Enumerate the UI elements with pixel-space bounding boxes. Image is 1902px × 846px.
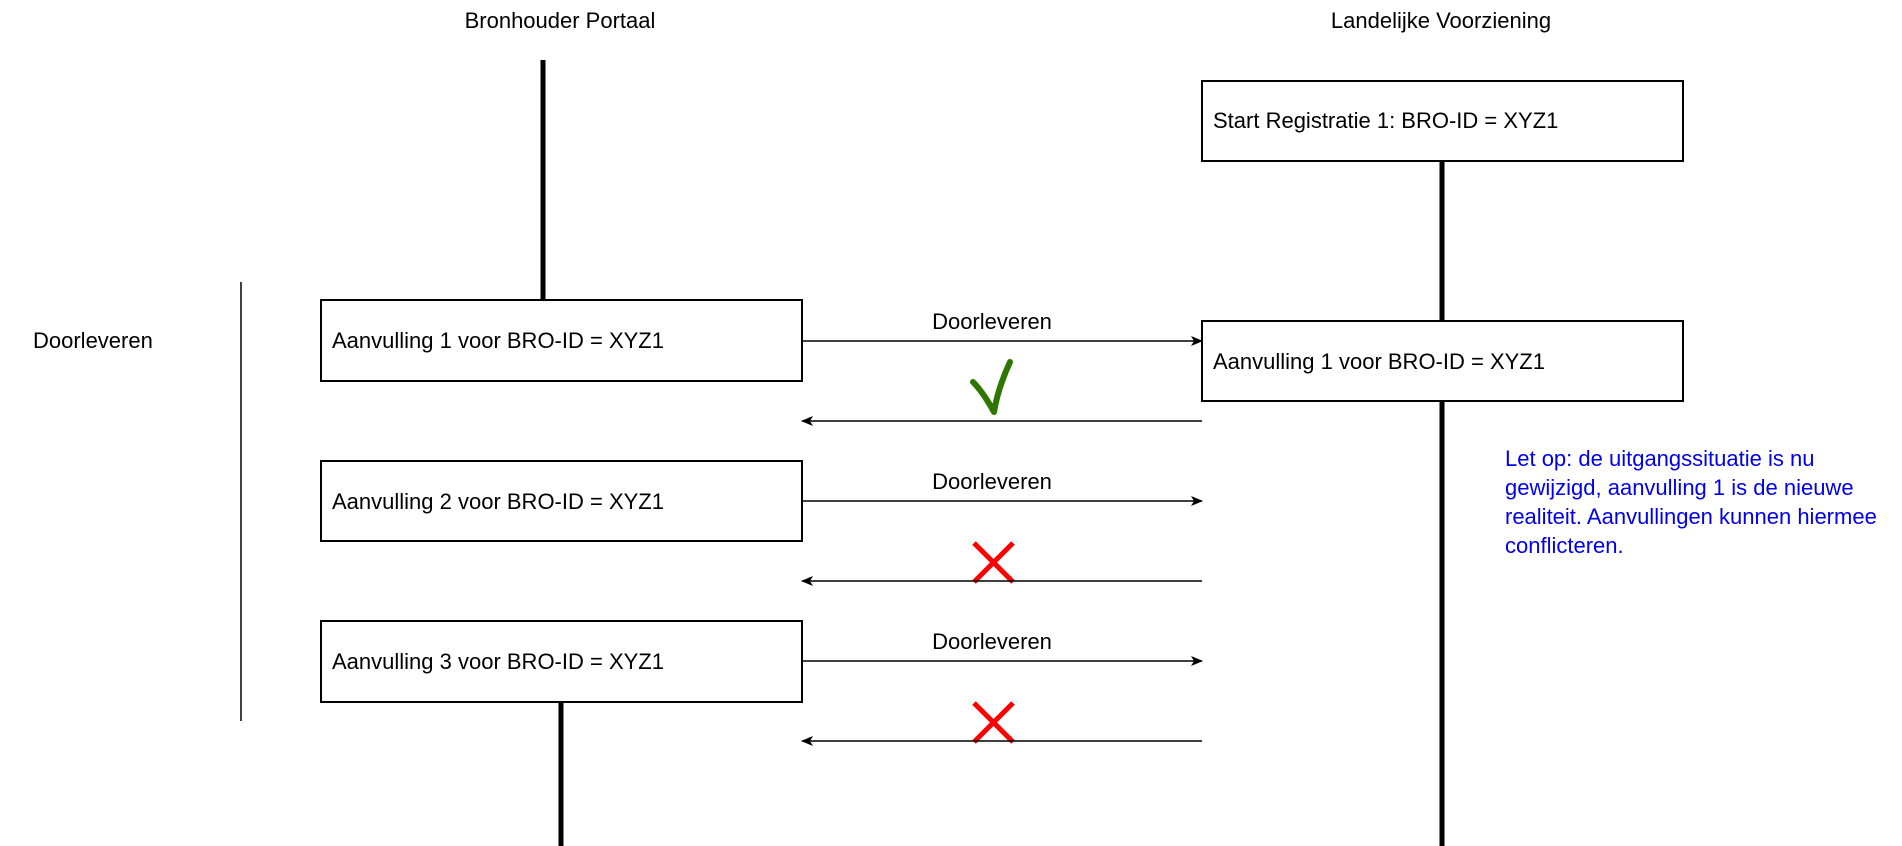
box-aanvulling-3: Aanvulling 3 voor BRO-ID = XYZ1 [320, 620, 803, 703]
lane-title-bronhouder-portaal: Bronhouder Portaal [465, 8, 656, 33]
box-landelijke-aanvulling-1: Aanvulling 1 voor BRO-ID = XYZ1 [1201, 320, 1684, 402]
box-aanvulling-2: Aanvulling 2 voor BRO-ID = XYZ1 [320, 460, 803, 542]
box-aanvulling-2-label: Aanvulling 2 voor BRO-ID = XYZ1 [332, 489, 664, 514]
cross-icon [972, 541, 1015, 584]
phase-label-doorleveren: Doorleveren [33, 328, 153, 353]
lane-title-landelijke-voorziening: Landelijke Voorziening [1331, 8, 1551, 33]
box-aanvulling-1: Aanvulling 1 voor BRO-ID = XYZ1 [320, 299, 803, 382]
box-start-registratie: Start Registratie 1: BRO-ID = XYZ1 [1201, 80, 1684, 162]
box-aanvulling-3-label: Aanvulling 3 voor BRO-ID = XYZ1 [332, 649, 664, 674]
conflict-note: Let op: de uitgangssituatie is nu gewijz… [1505, 446, 1877, 558]
message-label-3: Doorleveren [932, 629, 1052, 654]
box-aanvulling-1-label: Aanvulling 1 voor BRO-ID = XYZ1 [332, 328, 664, 353]
box-start-registratie-label: Start Registratie 1: BRO-ID = XYZ1 [1213, 108, 1558, 133]
cross-icon [972, 701, 1015, 744]
message-label-2: Doorleveren [932, 469, 1052, 494]
check-icon [970, 359, 1013, 415]
box-landelijke-aanvulling-1-label: Aanvulling 1 voor BRO-ID = XYZ1 [1213, 349, 1545, 374]
message-label-1: Doorleveren [932, 309, 1052, 334]
